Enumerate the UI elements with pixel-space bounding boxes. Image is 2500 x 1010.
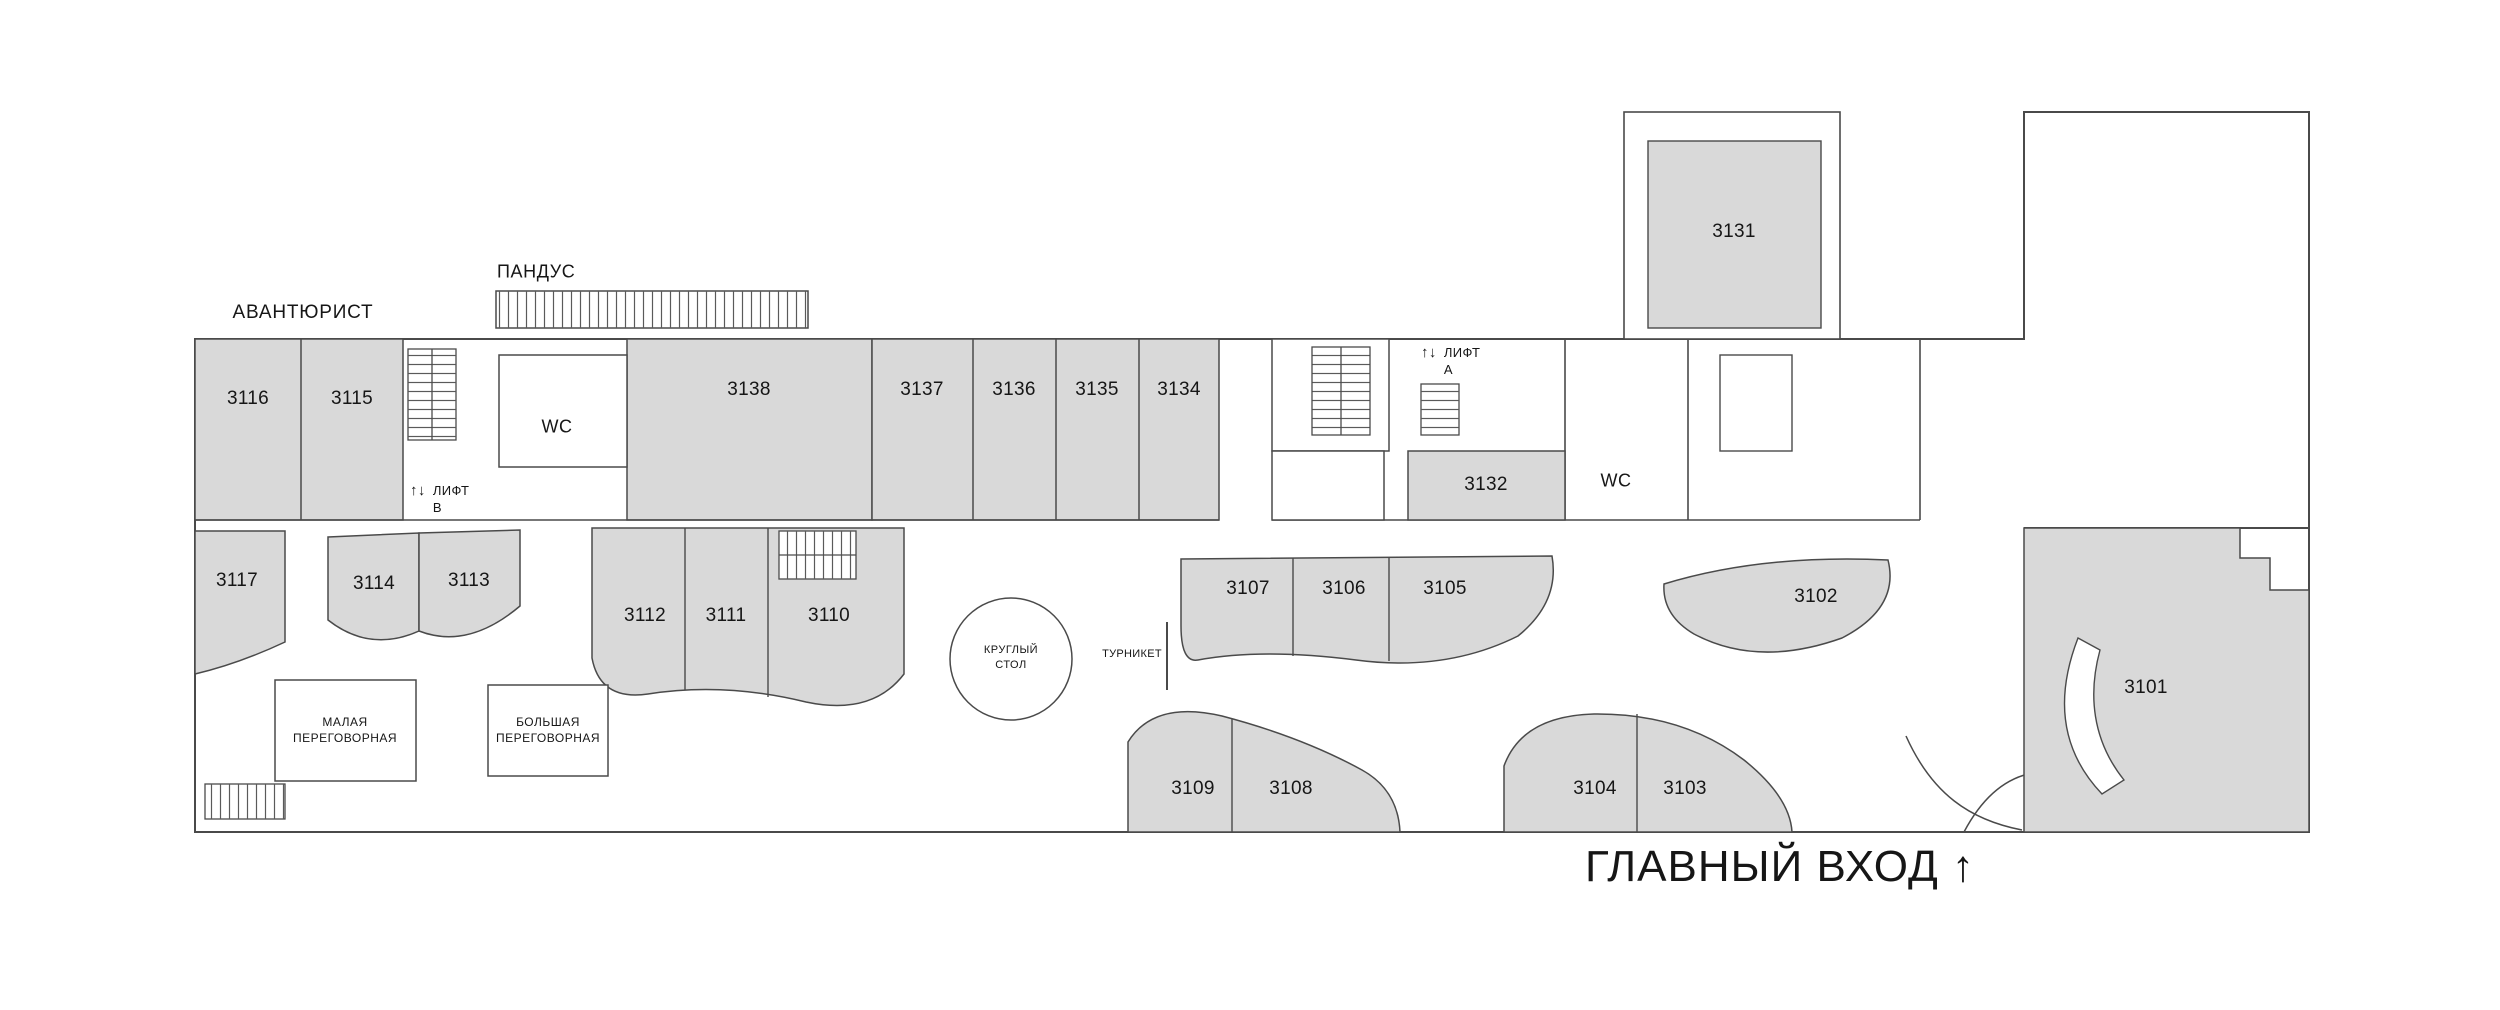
room-3138-shape — [626, 338, 873, 521]
room-3131-shape — [1647, 140, 1822, 329]
lift-a-shaft-icon — [1420, 383, 1460, 436]
wc-left-room — [498, 354, 628, 468]
lift-b-label: ↑↓ ЛИФТ В — [410, 482, 470, 517]
stairs-3110-icon — [778, 530, 857, 580]
room-3131-block — [1623, 111, 1841, 340]
ramp-pandus — [495, 290, 809, 329]
room-label-3112: 3112 — [623, 605, 667, 626]
room-label-3111: 3111 — [705, 605, 747, 626]
room-label-3110: 3110 — [807, 605, 851, 626]
service-room — [1271, 450, 1385, 521]
room-3101 — [2023, 527, 2310, 833]
rooms-3137-3134-shape — [871, 338, 1220, 521]
room-label-3109: 3109 — [1171, 778, 1215, 799]
round-table-shape — [949, 597, 1073, 721]
stairs-bottom-left-icon — [204, 783, 286, 820]
rooms-3104-3103 — [1503, 713, 1793, 833]
room-label-3137: 3137 — [900, 379, 944, 400]
small-meeting-room-label: МАЛАЯ ПЕРЕГОВОРНАЯ — [292, 714, 398, 745]
room-label-3104: 3104 — [1573, 778, 1617, 799]
rooms-3109-3108 — [1127, 710, 1401, 833]
turnstile-label: ТУРНИКЕТ — [1102, 648, 1162, 660]
room-3113-shape — [418, 529, 521, 638]
room-3132-shape — [1407, 450, 1566, 521]
wc-right-label: WC — [1600, 470, 1632, 491]
room-label-3106: 3106 — [1322, 578, 1366, 599]
rooms-3112-3110-dividers — [684, 528, 769, 697]
lift-a-label: ↑↓ ЛИФТ А — [1421, 344, 1481, 379]
lift-b-name: ЛИФТ — [432, 483, 470, 498]
room-label-3138: 3138 — [727, 379, 771, 400]
curved-partition — [1905, 735, 2029, 833]
big-meeting-room-label: БОЛЬШАЯ ПЕРЕГОВОРНАЯ — [495, 714, 601, 745]
top-band-rooms — [194, 338, 1220, 521]
shaft-below-3131 — [1719, 354, 1793, 452]
rooms-3107-3105 — [1180, 555, 1554, 664]
big-meeting-room-shape — [487, 684, 609, 777]
rooms-3104-3103-shape — [1503, 713, 1793, 833]
stairwell-lift-a — [1271, 338, 1390, 521]
lift-b-letter: В — [432, 499, 442, 515]
room-3116-3115-shape — [194, 338, 404, 521]
room-label-3108: 3108 — [1269, 778, 1313, 799]
up-down-arrows-icon: ↑↓ — [410, 482, 426, 499]
small-meeting-room-shape — [274, 679, 417, 782]
room-3101-curved-wall — [2063, 637, 2126, 795]
room-label-3101: 3101 — [2124, 677, 2168, 698]
rooms-3109-3108-shape — [1127, 710, 1401, 833]
room-3102-shape — [1663, 558, 1891, 653]
round-table-label: КРУГЛЫЙ СТОЛ — [983, 644, 1039, 671]
room-label-3113: 3113 — [447, 570, 491, 591]
room-3117-shape — [194, 530, 286, 675]
main-entrance-label: ГЛАВНЫЙ ВХОД ↑ — [1584, 842, 1976, 891]
room-label-3117: 3117 — [215, 570, 259, 591]
room-label-3136: 3136 — [992, 379, 1036, 400]
lift-a-name: ЛИФТ — [1443, 345, 1481, 360]
room-label-3115: 3115 — [330, 388, 374, 409]
room-label-3102: 3102 — [1794, 586, 1838, 607]
up-down-arrows-icon: ↑↓ — [1421, 344, 1437, 361]
room-label-3107: 3107 — [1226, 578, 1270, 599]
room-label-3132: 3132 — [1464, 474, 1508, 495]
tenant-label: АВАНТЮРИСТ — [232, 302, 374, 323]
ramp-label: ПАНДУС — [497, 261, 576, 282]
rooms-3107-3105-shape — [1180, 555, 1554, 664]
wc-left-label: WC — [541, 416, 573, 437]
room-label-3131: 3131 — [1712, 221, 1756, 242]
room-label-3116: 3116 — [226, 388, 270, 409]
lift-a-letter: А — [1443, 361, 1453, 377]
room-label-3114: 3114 — [352, 573, 396, 594]
room-label-3134: 3134 — [1157, 379, 1201, 400]
room-label-3135: 3135 — [1075, 379, 1119, 400]
room-label-3103: 3103 — [1663, 778, 1707, 799]
stairs-lift-b-icon — [407, 348, 457, 441]
room-label-3105: 3105 — [1423, 578, 1467, 599]
